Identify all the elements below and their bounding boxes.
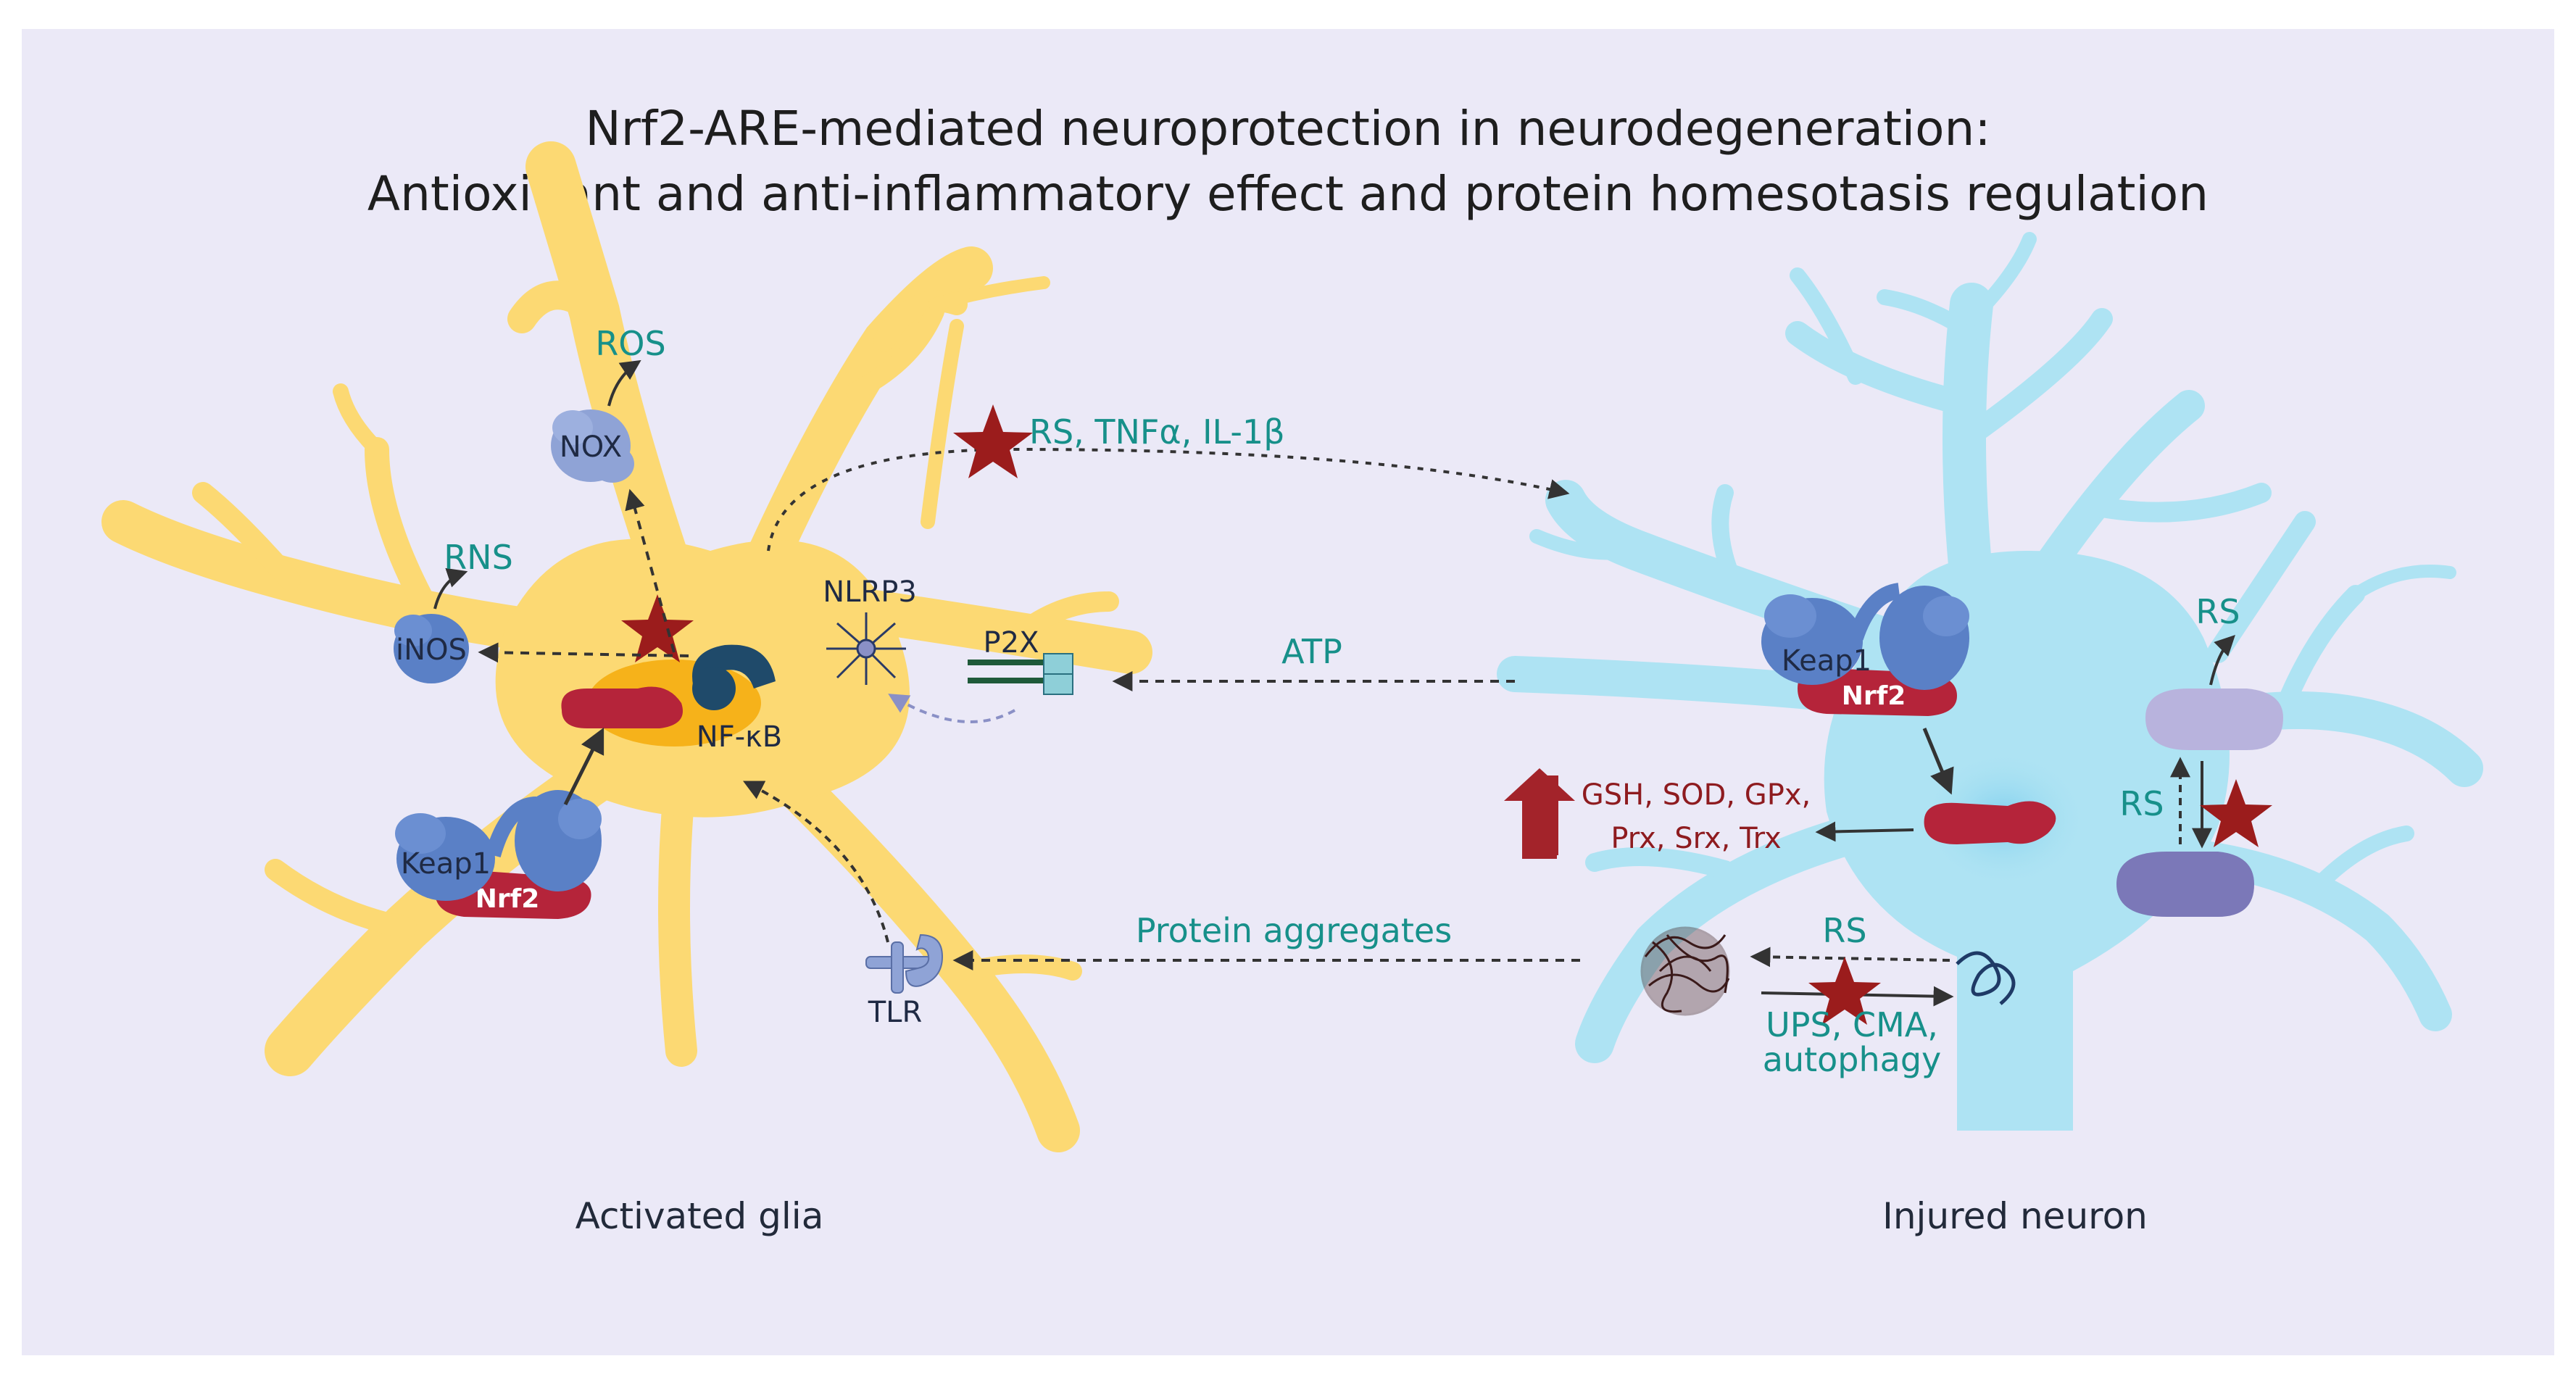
misfolded-protein xyxy=(1956,951,2016,1005)
p2x-to-nlrp3-arrow xyxy=(888,694,1015,723)
nrf2-translocation-arrow-glia xyxy=(563,727,604,806)
p2x-receptor xyxy=(968,653,1073,695)
nfkb-label: NF-κB xyxy=(697,720,782,754)
rns-label: RNS xyxy=(444,538,513,577)
tlr-receptor xyxy=(865,933,944,994)
ros-label: ROS xyxy=(595,324,665,363)
neuron-caption: Injured neuron xyxy=(1882,1195,2148,1237)
protein-aggregates-label: Protein aggregates xyxy=(1136,911,1452,950)
nox-label: NOX xyxy=(560,431,622,464)
keap1-label-neuron: Keap1 xyxy=(1782,644,1871,678)
inos-to-rns-arrow xyxy=(433,567,468,610)
rs-label-mid: RS xyxy=(2119,784,2164,823)
rs-label-aggregation: RS xyxy=(1822,911,1866,950)
nrf2-translocation-arrow-neuron xyxy=(1922,728,1954,795)
nrf2-nuclear-glia xyxy=(561,686,683,728)
nfkb-complex: NF-κB xyxy=(692,644,782,754)
nox-complex: NOX xyxy=(551,409,634,483)
nrf2-nuclear-neuron xyxy=(1924,801,2056,844)
aggregation-dashed-arrow xyxy=(1750,947,1950,968)
keap1-label-glia: Keap1 xyxy=(401,847,491,881)
tlr-to-nfkb-arrow xyxy=(742,781,889,943)
clearance-pathways-line-2: autophagy xyxy=(1763,1040,1942,1079)
tlr-label: TLR xyxy=(868,996,923,1029)
cytokines-label: RS, TNFα, IL-1β xyxy=(1029,412,1285,452)
reactive-species-star-organelle xyxy=(2200,779,2272,847)
title-line-1: Nrf2-ARE-mediated neuroprotection in neu… xyxy=(585,101,1990,157)
upregulation-arrow xyxy=(1504,768,1575,859)
nfkb-to-nox-arrow xyxy=(625,488,676,653)
reactive-species-star-aggregation xyxy=(1808,957,1881,1025)
reactive-species-star-glia xyxy=(621,594,694,662)
clearance-pathways-line-1: UPS, CMA, xyxy=(1766,1005,1938,1044)
organelle-to-rs-arrow xyxy=(2209,635,2235,686)
protein-aggregate xyxy=(1640,926,1730,1016)
nrf2-label-neuron: Nrf2 xyxy=(1842,681,1906,711)
antioxidant-genes-line-1: GSH, SOD, GPx, xyxy=(1582,778,1811,812)
cytokine-signal-arrow xyxy=(767,447,1570,552)
nox-to-ros-arrow xyxy=(607,359,641,407)
nlrp3-label: NLRP3 xyxy=(823,575,917,609)
glia-caption: Activated glia xyxy=(576,1195,824,1237)
upper-organelle xyxy=(2145,689,2283,750)
nfkb-to-inos-arrow xyxy=(478,642,689,663)
nrf2-label-glia: Nrf2 xyxy=(475,884,540,914)
inos-complex: iNOS xyxy=(394,614,469,683)
lower-organelle xyxy=(2116,852,2254,917)
keap1-nrf2-complex-glia: Nrf2 Keap1 xyxy=(395,790,602,919)
p2x-label: P2X xyxy=(984,626,1039,660)
nrf2-to-genes-arrow xyxy=(1815,821,1914,842)
rs-label-top: RS xyxy=(2195,592,2240,631)
reactive-species-star-signal xyxy=(953,404,1033,478)
inos-label: iNOS xyxy=(396,633,467,667)
antioxidant-genes-line-2: Prx, Srx, Trx xyxy=(1611,822,1781,855)
nlrp3-inflammasome xyxy=(826,612,906,685)
title-line-2: Antioxidant and anti-inflammatory effect… xyxy=(367,166,2209,222)
atp-label: ATP xyxy=(1281,632,1342,671)
keap1-nrf2-complex-neuron: Nrf2 Keap1 xyxy=(1761,583,1969,716)
